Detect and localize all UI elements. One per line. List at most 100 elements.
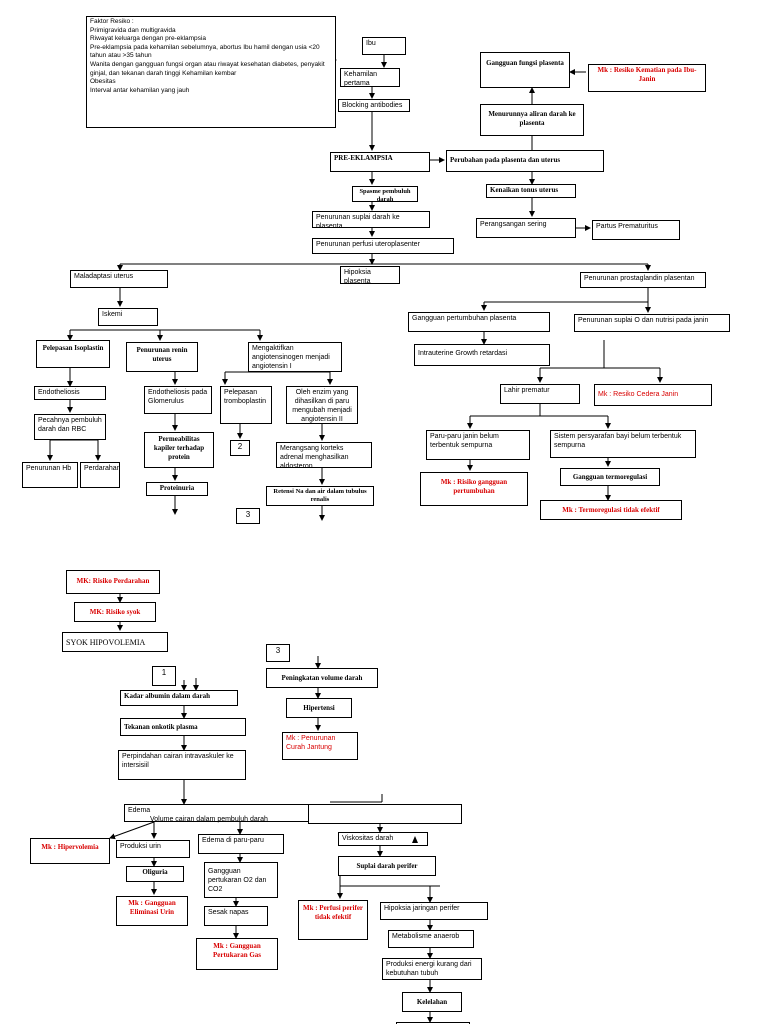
spasme-box: Spasme pembuluh darah [352,186,418,202]
pelepasan-isoplastin-box: Pelepasan Isoplastin [36,340,110,368]
penurunan-suplai-o-text: Penurunan suplai O dan nutrisi pada jani… [578,317,709,324]
mk-pertukaran-gas-box: Mk : Gangguan Pertukaran Gas [196,938,278,970]
box-1-text: 1 [161,668,167,677]
retensi-text: Retensi Na dan air dalam tubulus renalis [273,488,367,503]
perubahan-plasenta-box: Perubahan pada plasenta dan uterus [446,150,604,172]
sistem-persyarafan-text: Sistem persyarafan bayi belum terbentuk … [554,433,682,449]
kadar-albumin-box: Kadar albumin dalam darah [120,690,238,706]
hipertensi-box: Hipertensi [286,698,352,718]
penurunan-prostaglandin-text: Penurunan prostaglandin plasentan [584,275,695,282]
iskemi-text: Iskemi [102,311,123,318]
bottom-cutoff-box [396,1022,470,1024]
metabolisme-text: Metabolisme anaerob [392,933,460,940]
spasme-text: Spasme pembuluh darah [359,188,411,202]
mk-curah-text: Mk : Penurunan Curah Jantung [286,735,336,751]
mk-pertukaran-gas-text: Mk : Gangguan Pertukaran Gas [212,942,262,959]
perpindahan-text: Perpindahan cairan intravaskuler ke inte… [122,753,234,769]
mk-termoregulasi-box: Mk : Termoregulasi tidak efektif [540,500,682,520]
box-1: 1 [152,666,176,686]
produksi-urin-box: Produksi urin [116,840,190,858]
blocking-antibodies-box: Blocking antibodies [338,99,410,112]
mk-cedera-box: Mk : Resiko Cedera Janin [594,384,712,406]
paru-paru-box: Paru-paru janin belum terbentuk sempurna [426,430,530,460]
menurunnya-aliran-text: Menurunnya aliran darah ke plasenta [488,110,576,127]
mk-perdarahan-box: MK: Risiko Perdarahan [66,570,160,594]
metabolisme-box: Metabolisme anaerob [388,930,474,948]
kelelahan-text: Kelelahan [416,998,448,1006]
mengaktifkan-box: Mengaktifkan angiotensinogen menjadi ang… [248,342,342,372]
gangguan-pertumbuhan-box: Gangguan pertumbuhan plasenta [408,312,550,332]
perangsangan-box: Perangsangan sering [476,218,576,238]
viskositas-box: Viskositas darah [338,832,428,846]
pre-eklampsia-text: PRE-EKLAMPSIA [334,154,393,162]
perdarahan-box: Perdarahan [80,462,120,488]
perpindahan-box: Perpindahan cairan intravaskuler ke inte… [118,750,246,780]
lahir-prematur-box: Lahir prematur [500,384,580,404]
permeabilitas-text: Permeabilitas kapiler terhadap protein [153,435,205,461]
perubahan-plasenta-text: Perubahan pada plasenta dan uterus [450,156,561,164]
sistem-persyarafan-box: Sistem persyarafan bayi belum terbentuk … [550,430,696,458]
permeabilitas-box: Permeabilitas kapiler terhadap protein [144,432,214,468]
tekanan-onkotik-text: Tekanan onkotik plasma [124,723,198,731]
kadar-albumin-text: Kadar albumin dalam darah [124,692,211,700]
partus-prematuritus-text: Partus Prematuritus [596,223,658,230]
mk-eliminasi-text: Mk : Gangguan Eliminasi Urin [128,899,176,916]
suplai-perifer-box: Suplai darah perifer [338,856,436,876]
penurunan-hb-box: Penurunan Hb [22,462,78,488]
oleh-enzim-box: Oleh enzim yang dihasilkan di paru mengu… [286,386,358,424]
menurunnya-aliran-box: Menurunnya aliran darah ke plasenta [480,104,584,136]
pecahnya-pembuluh-text: Pecahnya pembuluh darah dan RBC [38,417,102,433]
mk-curah-box: Mk : Penurunan Curah Jantung [282,732,358,760]
hipoksia-jaringan-box: Hipoksia jaringan perifer [380,902,488,920]
mk-perfusi-box: Mk : Perfusi perifer tidak efektif [298,900,368,940]
gangguan-fungsi-plasenta-text: Gangguan fungsi plasenta [486,59,564,67]
maladaptasi-text: Maladaptasi uterus [74,273,134,280]
pelepasan-isoplastin-text: Pelepasan Isoplastin [42,344,104,352]
mk-syok-text: MK: Risiko syok [89,608,141,616]
pre-eklampsia-box: PRE-EKLAMPSIA [330,152,430,172]
iugr-text: Intrauterine Growth retardasi [418,350,508,357]
penurunan-renin-box: Penurunan renin uterus [126,342,198,372]
produksi-energi-box: Produksi energi kurang dari kebutuhan tu… [382,958,482,980]
box-3b: 3 [266,644,290,662]
mk-hipervolemia-box: Mk : Hipervolemia [30,838,110,864]
pelepasan-tromboplastin-box: Pelepasan tromboplastin [220,386,272,424]
oliguria-box: Oliguria [126,866,184,882]
endotheliosis-glomerulus-box: Endotheliosis pada Glomerulus [144,386,212,414]
faktor-resiko-text: Faktor Resiko : Primigravida dan multigr… [90,18,325,94]
blocking-antibodies-text: Blocking antibodies [342,102,403,109]
box-2: 2 [230,440,250,456]
gangguan-pertukaran-text: Gangguan pertukaran O2 dan CO2 [208,868,267,893]
box-3a: 3 [236,508,260,524]
syok-box: SYOK HIPOVOLEMIA [62,632,168,652]
endotheliosis-box: Endotheliosis [34,386,106,400]
kelelahan-box: Kelelahan [402,992,462,1012]
faktor-resiko-box: Faktor Resiko : Primigravida dan multigr… [86,16,336,128]
merangsang-text: Merangsang korteks adrenal menghasilkan … [280,445,349,468]
kenaikan-tonus-text: Kenaikan tonus uterus [490,186,559,194]
penurunan-hb-text: Penurunan Hb [26,465,72,472]
mk-syok-box: MK: Risiko syok [74,602,156,622]
sesak-napas-text: Sesak napas [208,909,249,916]
mengaktifkan-text: Mengaktifkan angiotensinogen menjadi ang… [252,345,330,370]
perangsangan-text: Perangsangan sering [480,221,547,228]
kehamilan-pertama-box: Kehamilan pertama [340,68,400,87]
edema-paru-box: Edema di paru-paru [198,834,284,854]
merangsang-box: Merangsang korteks adrenal menghasilkan … [276,442,372,468]
iugr-box: Intrauterine Growth retardasi [414,344,550,366]
proteinuria-box: Proteinuria [146,482,208,496]
mk-kematian-janin-box: Mk : Resiko Kematian pada Ibu-Janin [588,64,706,92]
penurunan-prostaglandin-box: Penurunan prostaglandin plasentan [580,272,706,288]
mk-cedera-text: Mk : Resiko Cedera Janin [598,391,679,398]
produksi-urin-text: Produksi urin [120,843,161,850]
iskemi-box: Iskemi [98,308,158,326]
edema-paru-text: Edema di paru-paru [202,837,264,844]
box-3b-text: 3 [275,646,281,655]
edema-text: Edema [128,807,151,814]
hipertensi-text: Hipertensi [303,704,335,712]
gangguan-pertumbuhan-text: Gangguan pertumbuhan plasenta [412,315,517,322]
proteinuria-text: Proteinuria [159,484,195,492]
volume-cairan-label: Volume cairan dalam pembuluh darah [150,816,268,823]
gangguan-pertukaran-box: Gangguan pertukaran O2 dan CO2 [204,862,278,898]
